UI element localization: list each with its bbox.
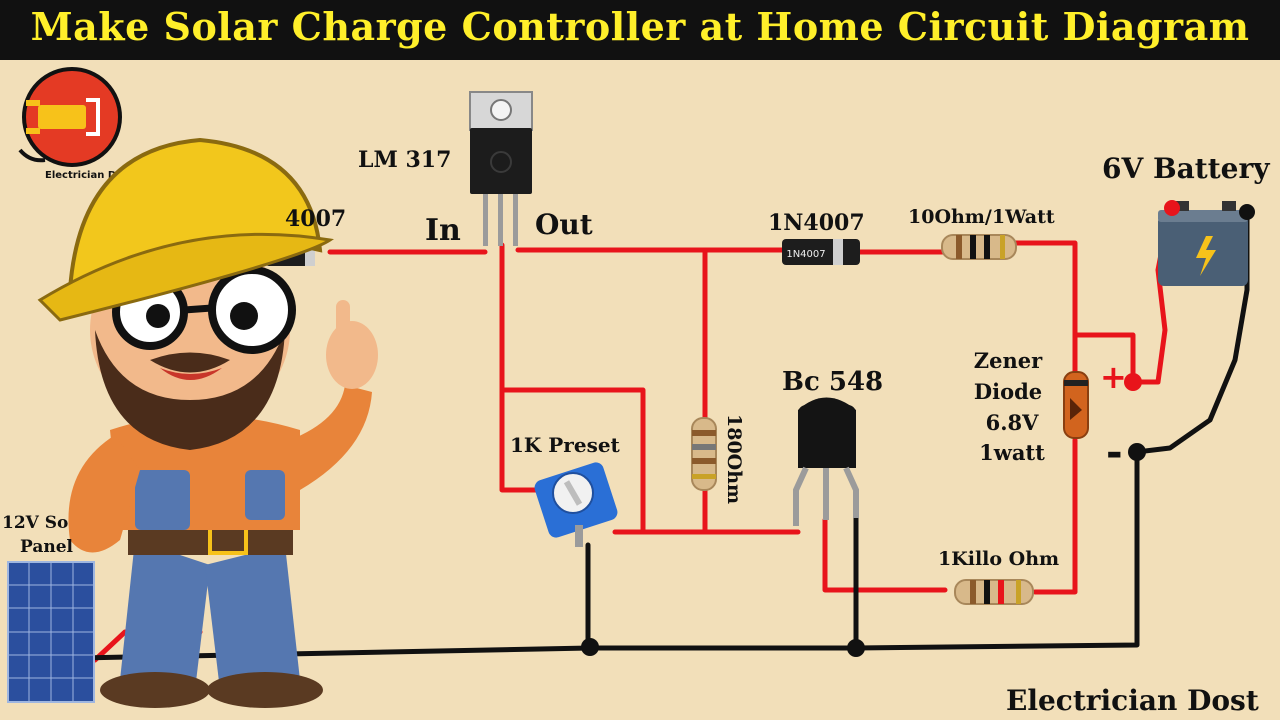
diode-1n4007: 1N4007	[782, 239, 860, 265]
circuit-diagram: 1N4007	[2, 67, 1270, 717]
wire-zener-down	[1032, 437, 1078, 595]
plus-sign: +	[1100, 358, 1127, 396]
resistor-10ohm	[941, 234, 1017, 260]
engineer-mascot-icon	[37, 137, 378, 708]
logo-text: Electrician D	[45, 170, 116, 181]
solar-panel-icon	[7, 561, 95, 703]
diode-body-label: 1N4007	[786, 249, 825, 260]
resistor-10ohm-label: 10Ohm/1Watt	[908, 206, 1055, 228]
solar-label-1: 12V So	[2, 513, 68, 533]
title-bar: Make Solar Charge Controller at Home Cir…	[0, 0, 1280, 60]
transistor-bc548	[793, 397, 859, 526]
wire-resistor-to-right	[1009, 240, 1078, 378]
zener-diode	[1063, 371, 1089, 439]
resistor-1k	[954, 579, 1034, 605]
lightning-bolt-icon	[1196, 236, 1216, 276]
resistor-180ohm	[691, 417, 717, 491]
zener-label-4: 1watt	[979, 440, 1045, 465]
zener-label-3: 6.8V	[986, 410, 1040, 435]
page-title: Make Solar Charge Controller at Home Cir…	[30, 4, 1250, 49]
wire-adj-to-preset	[499, 387, 548, 493]
minus-sign: -	[1106, 430, 1123, 476]
preset-label: 1K Preset	[510, 433, 621, 457]
preset-1k	[534, 462, 618, 547]
battery-label: 6V Battery	[1102, 152, 1270, 185]
wire-adj-loop	[499, 242, 646, 535]
transistor-label: Bc 548	[782, 367, 883, 397]
in-label: In	[425, 213, 461, 248]
lm317-label: LM 317	[358, 147, 451, 173]
diode-left-label: 4007	[285, 206, 346, 232]
resistor-1k-label: 1Killo Ohm	[938, 548, 1059, 570]
out-label: Out	[535, 208, 593, 241]
zener-label-1: Zener	[974, 348, 1043, 373]
junction-plus-dot	[1124, 373, 1142, 391]
battery-6v	[1158, 200, 1255, 286]
wire-collector-down	[822, 517, 948, 593]
diode-mid-label: 1N4007	[768, 210, 865, 236]
wire-junction-to-plus	[1072, 332, 1136, 385]
plug-logo-icon: Electrician D	[18, 67, 122, 181]
zener-label-2: Diode	[974, 379, 1042, 404]
junction-dots	[581, 443, 1146, 657]
solar-label-2: Panel	[20, 537, 74, 557]
resistor-180ohm-label: 180Ohm	[723, 414, 745, 504]
lm317-regulator	[469, 91, 533, 246]
footer-brand: Electrician Dost	[1006, 684, 1259, 717]
